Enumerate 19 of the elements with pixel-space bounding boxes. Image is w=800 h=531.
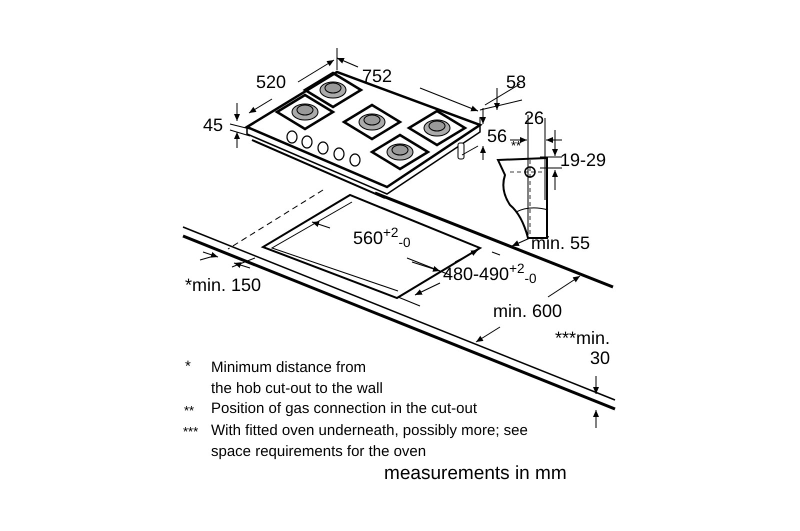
dimension-label: 56 (487, 126, 508, 146)
footnote-mark: *** (183, 423, 198, 441)
dimension-label: 520 (256, 72, 286, 92)
footnote-text: Position of gas connection in the cut-out (211, 399, 478, 419)
dimension-label: ** (511, 137, 522, 155)
footnote-text: Minimum distance from the hob cut-out to the wall (211, 358, 384, 399)
dimension-label: min. 600 (493, 301, 562, 321)
dimension-label: *min. 150 (185, 275, 262, 295)
footnote-mark: * (185, 357, 191, 377)
footnote-text: With fitted oven underneath, possibly more; see space requirements for the oven (211, 421, 529, 462)
dimension-label: 752 (362, 66, 392, 86)
dimension-label: min. 55 (531, 233, 590, 253)
dimension-label: 45 (203, 115, 224, 135)
dimension-label: 19-29 (560, 150, 606, 170)
units-note: measurements in mm (384, 464, 567, 484)
dimension-label: 58 (506, 72, 526, 92)
dimension-label: 26 (524, 108, 544, 128)
dimension-label: ***min. 30 (554, 328, 610, 368)
footnote-mark: ** (184, 402, 194, 420)
